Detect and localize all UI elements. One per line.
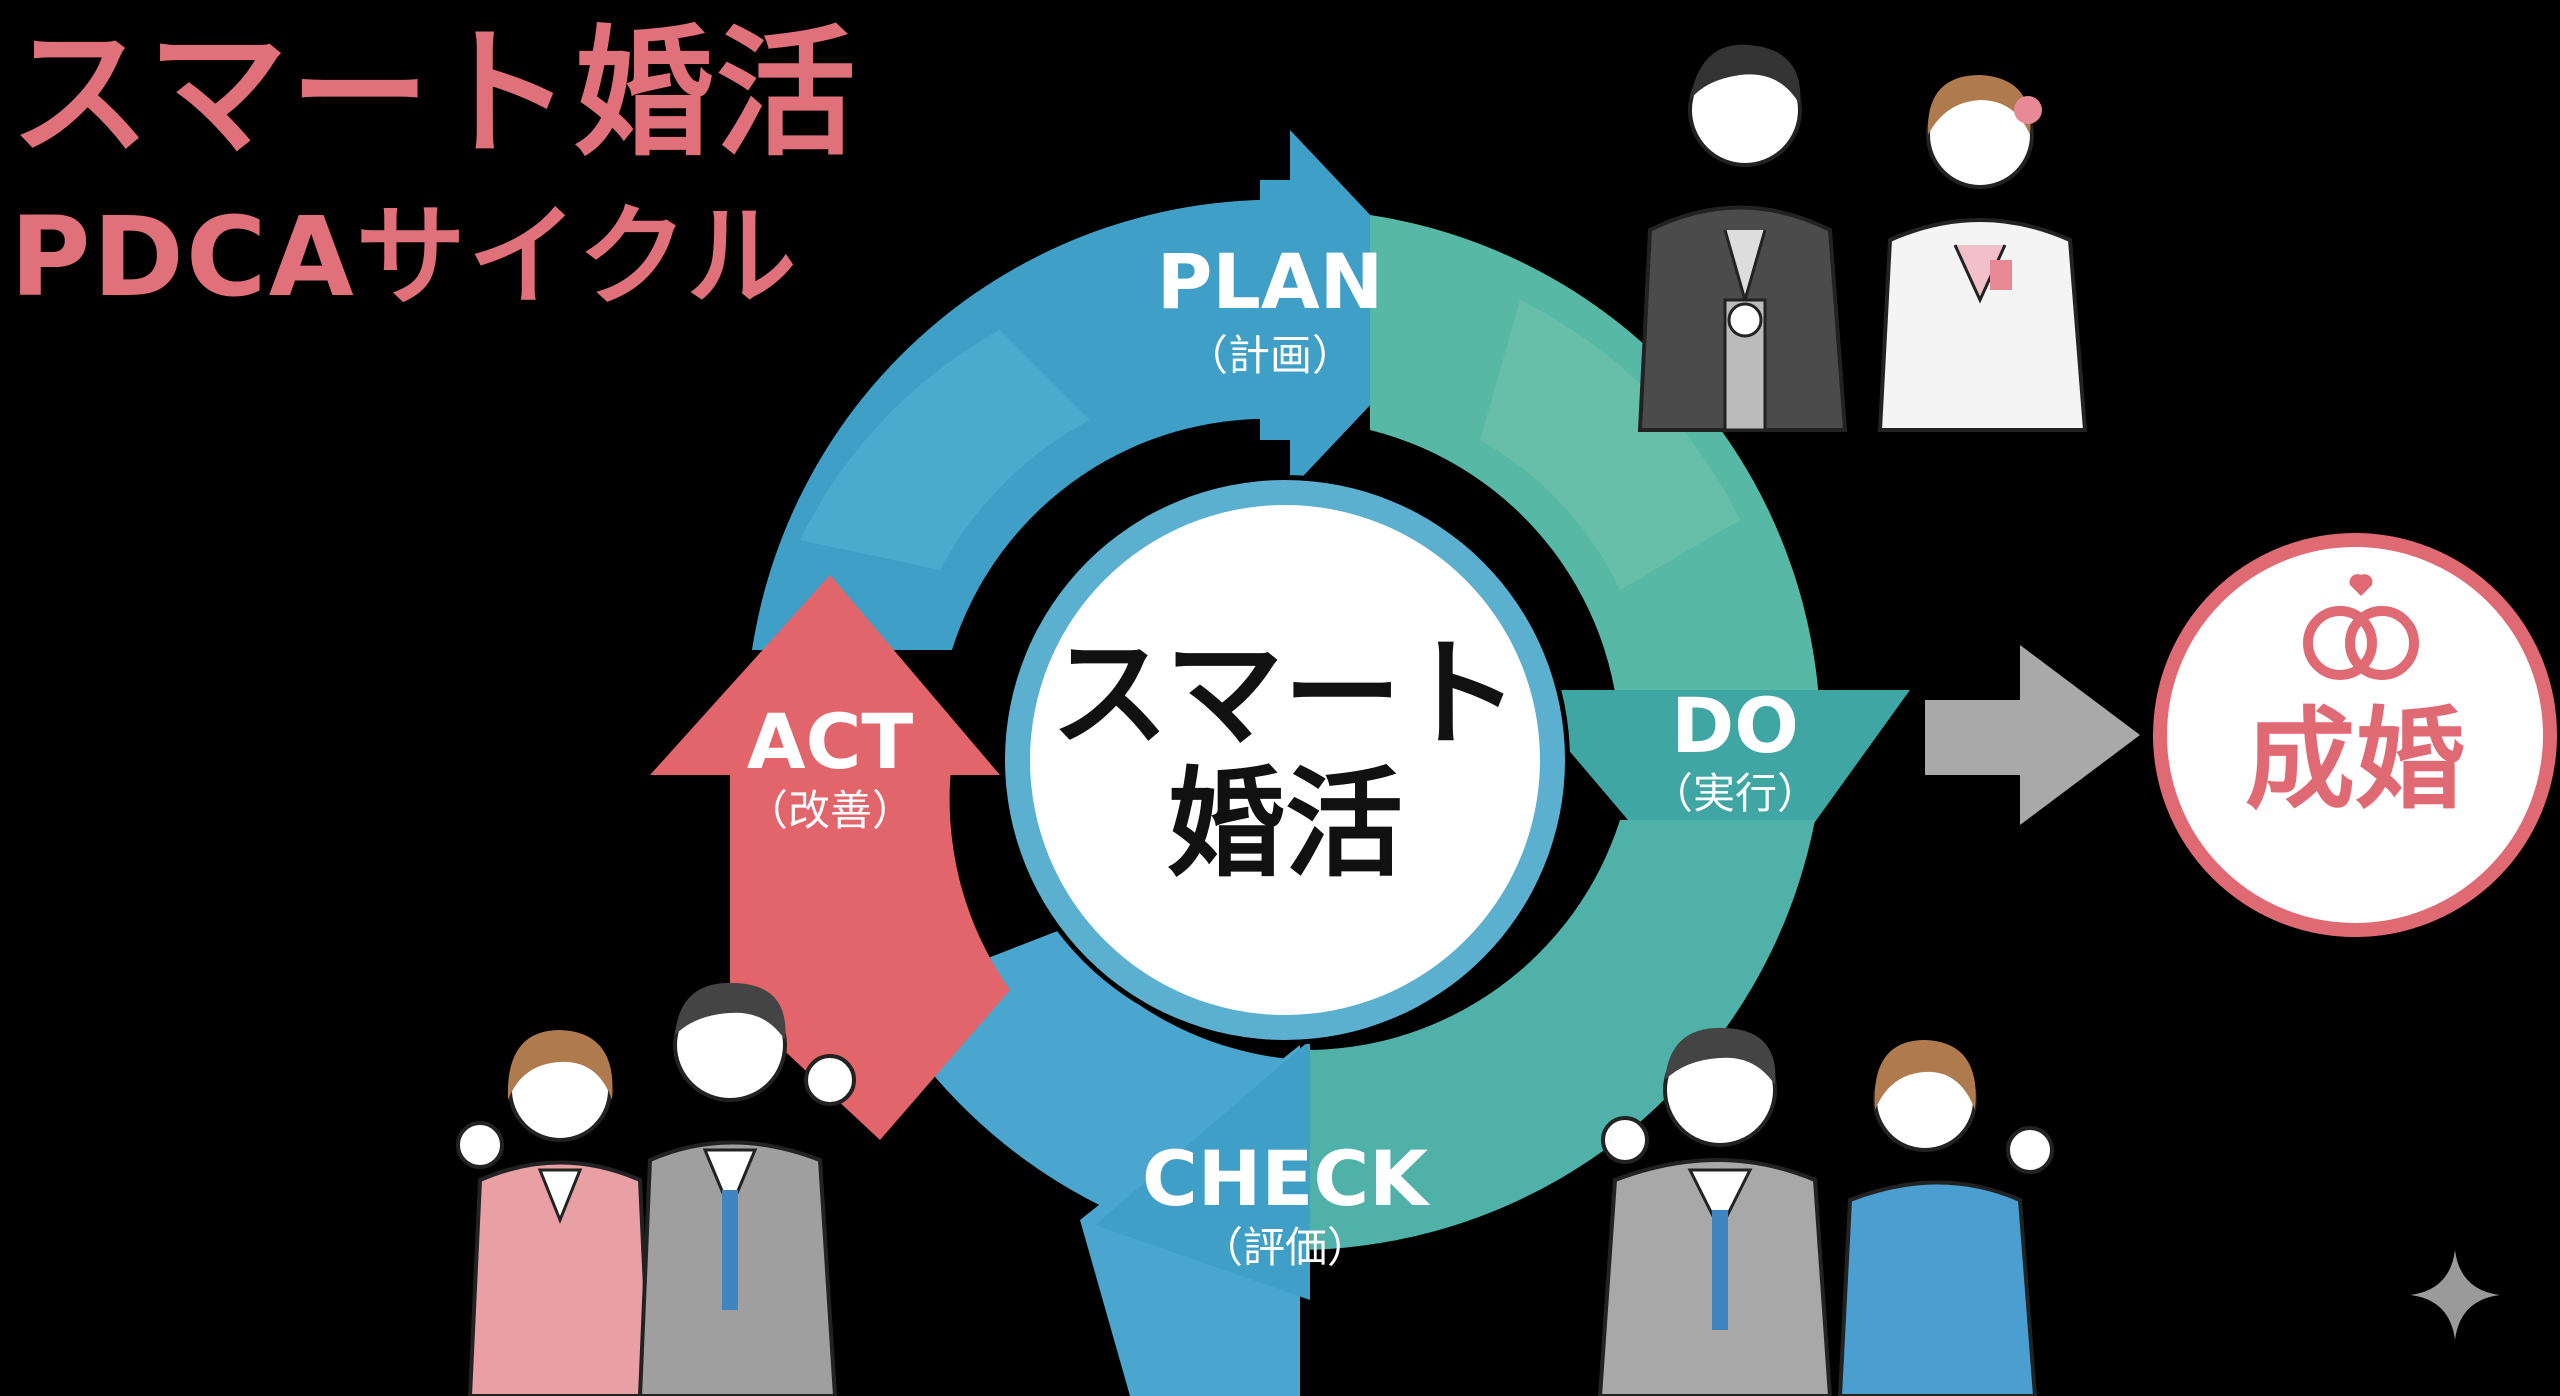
plan-sub: （計画） xyxy=(1186,331,1354,380)
check-sub: （評価） xyxy=(1201,1223,1369,1272)
center-line2: 婚活 xyxy=(1167,755,1403,893)
title-line2: PDCAサイクル xyxy=(10,193,799,321)
goal-circle xyxy=(2153,533,2557,937)
plan-arrow xyxy=(1260,130,1460,490)
plan-label: PLAN xyxy=(1157,237,1384,326)
business-couple-right-illustration xyxy=(1597,1027,2054,1396)
do-label: DO xyxy=(1671,681,1799,770)
act-sub: （改善） xyxy=(746,786,914,835)
goal-label: 成婚 xyxy=(2245,696,2465,824)
cycle-ring xyxy=(650,130,1910,1396)
center-line1: スマート xyxy=(1051,625,1519,763)
center-circle xyxy=(1030,505,1540,1015)
business-couple-left-illustration xyxy=(456,982,856,1396)
do-arrow xyxy=(1560,690,1910,940)
wedding-couple-illustration xyxy=(1637,44,2088,432)
rings-icon xyxy=(2303,574,2419,680)
check-label: CHECK xyxy=(1142,1134,1431,1223)
arrow-to-goal xyxy=(1925,645,2140,825)
act-label: ACT xyxy=(747,697,914,786)
sparkle-icon xyxy=(2410,1250,2500,1340)
title-line1: スマート婚活 xyxy=(10,13,858,176)
do-sub: （実行） xyxy=(1651,769,1819,818)
